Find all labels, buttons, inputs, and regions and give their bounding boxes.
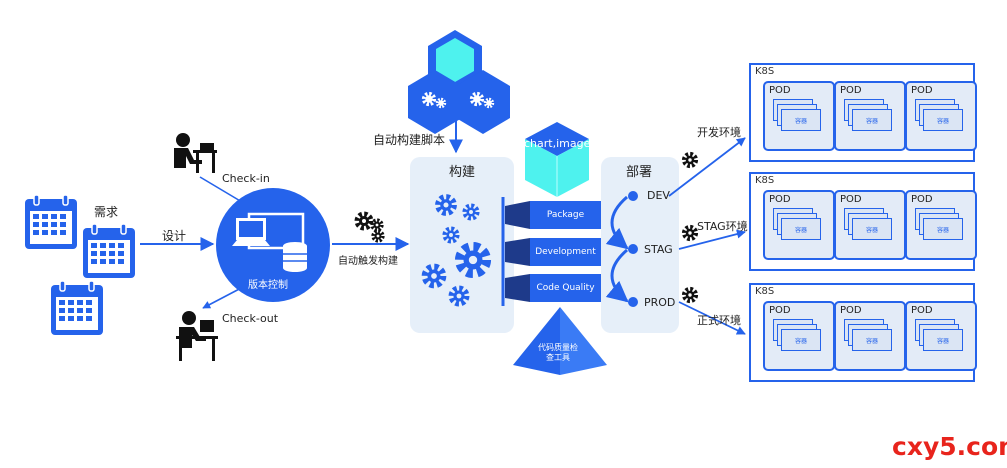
container-label: 容器 <box>936 226 949 234</box>
calendar-icon <box>82 223 136 279</box>
dev-to-stag-arrow <box>605 195 629 250</box>
container-label: 容器 <box>794 226 807 234</box>
k8s-cluster-prod: K8S POD 容器 POD 容器 POD 容器 <box>749 283 977 382</box>
container-label: 容器 <box>794 117 807 125</box>
container-label: 容器 <box>865 337 878 345</box>
calendar-icon <box>50 280 104 336</box>
developer-check-in-icon <box>174 133 217 173</box>
container-label: 容器 <box>936 117 949 125</box>
container-box: 容器 <box>923 218 963 240</box>
container-box: 容器 <box>852 218 892 240</box>
code-quality-pyramid <box>513 307 607 375</box>
artifact-label: chart,image <box>524 137 591 150</box>
k8s-title: K8S <box>755 66 775 77</box>
stag-env-arrow <box>678 229 746 250</box>
k8s-title: K8S <box>755 286 775 297</box>
container-label: 容器 <box>865 117 878 125</box>
code-quality-bar: Code Quality <box>530 274 601 302</box>
pod: POD 容器 <box>905 81 977 151</box>
auto-trigger-build-label: 自动触发构建 <box>338 256 398 267</box>
k8s-title: K8S <box>755 175 775 186</box>
version-control-node <box>216 188 330 302</box>
pod: POD 容器 <box>905 190 977 260</box>
pod-title: POD <box>840 305 862 316</box>
pod-title: POD <box>769 194 791 205</box>
container-label: 容器 <box>936 337 949 345</box>
dev-env-label: 开发环境 <box>697 126 741 139</box>
watermark: cxy5.com <box>892 432 1007 461</box>
build-panel-title: 构建 <box>449 165 476 180</box>
pod-title: POD <box>911 194 933 205</box>
demand-label: 需求 <box>94 205 119 219</box>
pod-title: POD <box>840 85 862 96</box>
code-quality-tool-label: 代码质量检查工具 <box>538 343 578 362</box>
k8s-cluster-dev: K8S POD 容器 POD 容器 POD 容器 <box>749 63 977 162</box>
container-label: 容器 <box>794 337 807 345</box>
dev-stage-label: DEV <box>647 189 670 202</box>
calendar-icon <box>24 194 78 250</box>
version-control-label: 版本控制 <box>248 280 288 291</box>
prod-env-arrow <box>678 301 746 335</box>
stag-to-prod-arrow <box>605 248 629 303</box>
deploy-panel-title: 部署 <box>626 165 653 180</box>
pod: POD 容器 <box>763 81 835 151</box>
container-box: 容器 <box>923 109 963 131</box>
container-box: 容器 <box>781 329 821 351</box>
container-box: 容器 <box>852 329 892 351</box>
pod: POD 容器 <box>763 301 835 371</box>
design-label: 设计 <box>162 229 187 243</box>
build-script-hexagons <box>408 30 510 134</box>
container-box: 容器 <box>781 109 821 131</box>
auto-build-script-label: 自动构建脚本 <box>373 133 446 147</box>
pod-title: POD <box>840 194 862 205</box>
check-out-label: Check-out <box>222 312 279 325</box>
pod-title: POD <box>911 305 933 316</box>
developer-check-out-icon <box>176 311 218 361</box>
package-bar: Package <box>530 201 601 229</box>
gears-icon <box>357 214 385 243</box>
dev-env-arrow <box>668 137 746 197</box>
k8s-cluster-stag: K8S POD 容器 POD 容器 POD 容器 <box>749 172 977 271</box>
pod-title: POD <box>769 85 791 96</box>
pod: POD 容器 <box>905 301 977 371</box>
stag-stage-label: STAG <box>644 243 673 256</box>
check-in-label: Check-in <box>222 172 270 185</box>
pod: POD 容器 <box>834 81 906 151</box>
pod: POD 容器 <box>834 301 906 371</box>
development-bar: Development <box>530 238 601 266</box>
container-box: 容器 <box>923 329 963 351</box>
stag-stage-dot <box>628 244 638 254</box>
pod-title: POD <box>911 85 933 96</box>
prod-stage-dot <box>628 297 638 307</box>
container-box: 容器 <box>781 218 821 240</box>
prod-env-label: 正式环境 <box>697 314 741 327</box>
dev-stage-dot <box>628 191 638 201</box>
prod-stage-label: PROD <box>644 296 676 309</box>
stag-env-label: STAG环境 <box>697 220 748 233</box>
pod: POD 容器 <box>834 190 906 260</box>
pod-title: POD <box>769 305 791 316</box>
pod: POD 容器 <box>763 190 835 260</box>
container-box: 容器 <box>852 109 892 131</box>
container-label: 容器 <box>865 226 878 234</box>
build-panel <box>410 157 514 333</box>
artifact-cube <box>525 122 589 197</box>
